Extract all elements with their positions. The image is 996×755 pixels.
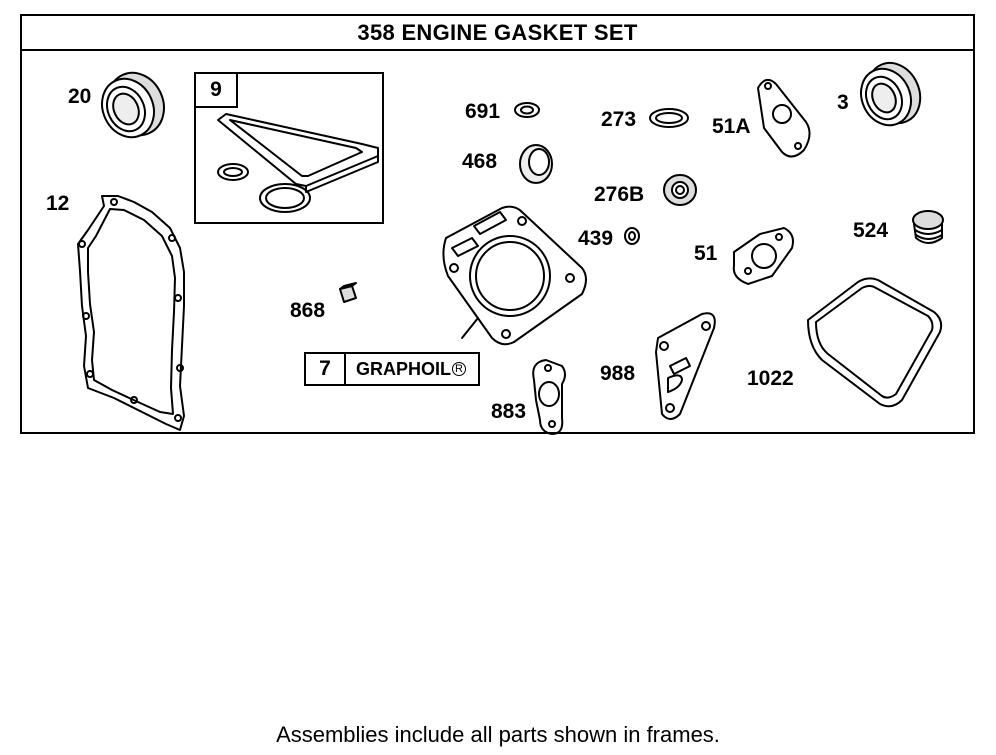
head-gasket-7-drawing	[442, 205, 587, 346]
washer-691-drawing	[514, 102, 540, 118]
part-label-868: 868	[290, 299, 326, 322]
oring-273-drawing	[649, 108, 689, 128]
assembly-frame-9: 9	[194, 72, 384, 224]
graphoil-text: GRAPHOIL	[356, 358, 452, 379]
part-label-3: 3	[837, 91, 849, 114]
crankcase-gasket-12-drawing	[77, 195, 185, 431]
parts-illustration	[77, 61, 944, 435]
part-label-524: 524	[853, 219, 889, 242]
dowel-868-drawing	[339, 282, 357, 303]
grommet-276b-drawing	[663, 174, 697, 206]
oil-seal-20-drawing	[101, 71, 165, 139]
part-label-51: 51	[694, 242, 718, 265]
valve-cover-gasket-9-drawing	[217, 113, 379, 213]
part-label-20: 20	[68, 85, 92, 108]
part-label-468: 468	[462, 150, 498, 173]
part-label-988: 988	[600, 362, 636, 385]
part-label-7: 7	[306, 354, 346, 384]
seal-468-drawing	[519, 144, 553, 184]
part-label-276b: 276B	[594, 183, 645, 206]
part-label-439: 439	[578, 227, 614, 250]
part-label-883: 883	[491, 400, 527, 423]
gasket-51-drawing	[732, 227, 794, 285]
oil-seal-3-drawing	[860, 61, 922, 127]
gasket-883-drawing	[532, 359, 566, 435]
part-label-12: 12	[46, 192, 70, 215]
diagram-title: 358 ENGINE GASKET SET	[22, 16, 973, 51]
gasket-1022-drawing	[807, 277, 943, 408]
washer-439-drawing	[624, 227, 640, 245]
gasket-988-drawing	[655, 312, 716, 420]
part-label-9: 9	[196, 74, 238, 108]
part-label-691: 691	[465, 100, 501, 123]
plug-524-drawing	[912, 210, 944, 244]
part-label-1022: 1022	[747, 367, 794, 390]
gasket-51a-drawing	[757, 78, 811, 158]
registered-mark-icon: R	[452, 362, 467, 376]
part-label-51a: 51A	[712, 115, 751, 138]
footer-note: Assemblies include all parts shown in fr…	[276, 722, 720, 747]
gasket-set-frame: 358 ENGINE GASKET SET	[20, 14, 975, 435]
part-label-273: 273	[601, 108, 637, 131]
